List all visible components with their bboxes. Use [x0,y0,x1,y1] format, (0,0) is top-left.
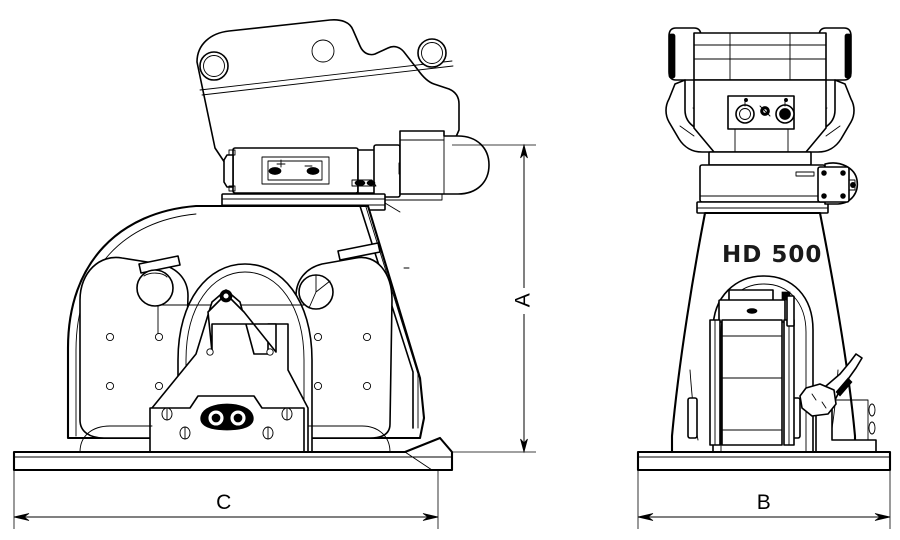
side-hydraulic-valve-block [817,162,859,205]
model-label: HD 500 [722,242,822,268]
dimension-a-label: A [512,293,535,308]
dimension-c-label: C [216,491,232,514]
side-rotation-swivel-joint [696,151,829,214]
hydraulic-accumulator [399,130,490,195]
central-mount-yoke [149,289,309,456]
flange-bolt-heads [161,407,293,440]
housing-support-legs [79,425,391,453]
side-hose-guard-bracket [799,353,877,453]
dimension-b-label: B [757,491,772,514]
side-quick-hitch-bracket [665,27,855,153]
hydraulic-drive-motor [223,144,406,198]
side-compaction-base-plate [636,450,892,472]
dimension-a: A [452,143,540,454]
dimension-b: B [637,470,891,529]
housing-vent-slots [138,242,381,274]
side-elevation-view: HD 500 [636,27,892,472]
eccentric-shaft-hub [200,403,254,431]
front-elevation-view [12,19,490,472]
side-vibrator-body [709,289,795,446]
dimension-c: C [13,470,439,529]
